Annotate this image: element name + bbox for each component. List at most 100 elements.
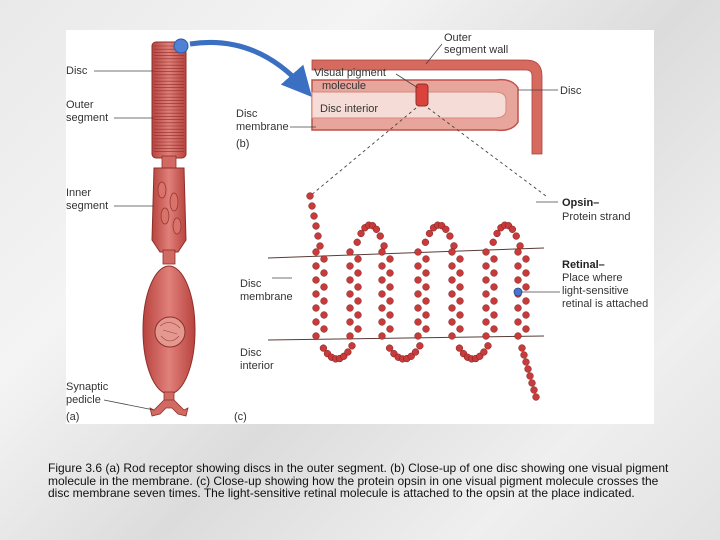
opsin-bead: [422, 311, 430, 319]
label-visual-pigment-2: molecule: [322, 80, 366, 92]
retinal-marker: [513, 287, 523, 297]
label-synaptic-pedicle-1: Synaptic: [66, 381, 109, 393]
opsin-bead: [312, 276, 320, 284]
opsin-bead: [376, 232, 384, 240]
opsin-bead: [346, 262, 354, 270]
opsin-bead: [422, 297, 430, 305]
opsin-bead: [414, 304, 422, 312]
label-visual-pigment-1: Visual pigment: [314, 67, 386, 79]
label-disc-interior-b: Disc interior: [320, 103, 378, 115]
rod-synaptic-pedicle: [149, 399, 189, 417]
opsin-bead: [448, 318, 456, 326]
opsin-bead: [456, 269, 464, 277]
mitochondria-cluster: [157, 181, 182, 235]
label-opsin-title: Opsin–: [562, 197, 599, 209]
opsin-bead: [524, 365, 532, 373]
visual-pigment-marker: [415, 83, 429, 107]
opsin-bead: [348, 342, 356, 350]
opsin-bead: [378, 318, 386, 326]
label-retinal-desc-1: Place where: [562, 272, 623, 284]
rod-neck: [162, 249, 176, 265]
opsin-bead: [482, 332, 490, 340]
opsin-bead: [346, 332, 354, 340]
label-inner-segment-1: Inner: [66, 187, 91, 199]
opsin-bead: [490, 255, 498, 263]
opsin-bead: [522, 311, 530, 319]
opsin-bead: [320, 269, 328, 277]
panel-letter-b: (b): [236, 138, 249, 150]
opsin-bead: [414, 318, 422, 326]
opsin-bead: [414, 290, 422, 298]
opsin-bead: [518, 344, 526, 352]
opsin-bead: [354, 325, 362, 333]
label-disc-interior-c-1: Disc: [240, 347, 262, 359]
nucleus-detail: [159, 322, 181, 342]
opsin-bead: [414, 332, 422, 340]
opsin-bead: [508, 225, 517, 233]
opsin-bead: [516, 242, 524, 250]
label-outer-segment-2: segment: [66, 112, 108, 124]
opsin-bead: [357, 229, 365, 238]
opsin-bead: [425, 229, 434, 238]
opsin-bead: [493, 229, 501, 238]
opsin-bead: [422, 255, 430, 263]
opsin-bead: [320, 325, 328, 333]
opsin-bead: [482, 290, 490, 298]
opsin-bead: [490, 311, 498, 319]
opsin-bead: [514, 248, 522, 256]
highlight-circle: [173, 38, 189, 54]
opsin-bead: [354, 283, 362, 291]
opsin-bead: [422, 269, 430, 277]
opsin-bead: [312, 262, 320, 270]
opsin-bead: [346, 276, 354, 284]
opsin-bead: [308, 202, 316, 210]
opsin-bead: [354, 311, 362, 319]
opsin-bead: [372, 225, 381, 233]
label-disc-b: Disc: [560, 85, 582, 97]
opsin-bead: [312, 332, 320, 340]
opsin-bead: [386, 255, 394, 263]
opsin-bead: [414, 276, 422, 284]
opsin-bead: [354, 269, 362, 277]
label-retinal-title: Retinal–: [562, 259, 605, 271]
opsin-bead: [490, 297, 498, 305]
opsin-bead: [489, 238, 497, 246]
opsin-bead: [380, 242, 388, 250]
opsin-bead: [386, 325, 394, 333]
label-retinal-desc-3: retinal is attached: [562, 298, 648, 310]
opsin-bead: [514, 276, 522, 284]
opsin-bead: [522, 358, 530, 366]
opsin-bead: [386, 283, 394, 291]
opsin-bead: [522, 297, 530, 305]
opsin-bead: [446, 232, 454, 240]
label-disc-a: Disc: [66, 65, 88, 77]
opsin-bead: [456, 311, 464, 319]
label-disc-membrane-c-1: Disc: [240, 278, 262, 290]
label-disc-membrane-b-2: membrane: [236, 121, 289, 133]
opsin-bead: [482, 276, 490, 284]
opsin-bead: [448, 332, 456, 340]
opsin-bead: [455, 344, 464, 352]
disc-closeup: [311, 59, 543, 155]
opsin-bead: [490, 269, 498, 277]
opsin-bead: [416, 342, 424, 350]
opsin-bead: [386, 297, 394, 305]
opsin-bead: [378, 290, 386, 298]
opsin-panel: [267, 192, 545, 401]
figure-illustration: Disc Outer segment Inner segment Synapti…: [66, 30, 654, 424]
opsin-bead: [414, 262, 422, 270]
opsin-bead: [421, 238, 430, 246]
opsin-bead: [320, 297, 328, 305]
opsin-bead: [344, 348, 352, 356]
opsin-bead: [319, 344, 328, 352]
opsin-bead: [353, 238, 361, 246]
opsin-bead: [448, 248, 456, 256]
rod-outer-segment: [151, 41, 187, 159]
opsin-bead: [422, 283, 430, 291]
opsin-bead: [314, 232, 322, 240]
opsin-bead: [514, 332, 522, 340]
opsin-bead: [346, 248, 354, 256]
zoom-line-left: [309, 107, 417, 197]
opsin-bead: [346, 318, 354, 326]
opsin-bead: [448, 304, 456, 312]
